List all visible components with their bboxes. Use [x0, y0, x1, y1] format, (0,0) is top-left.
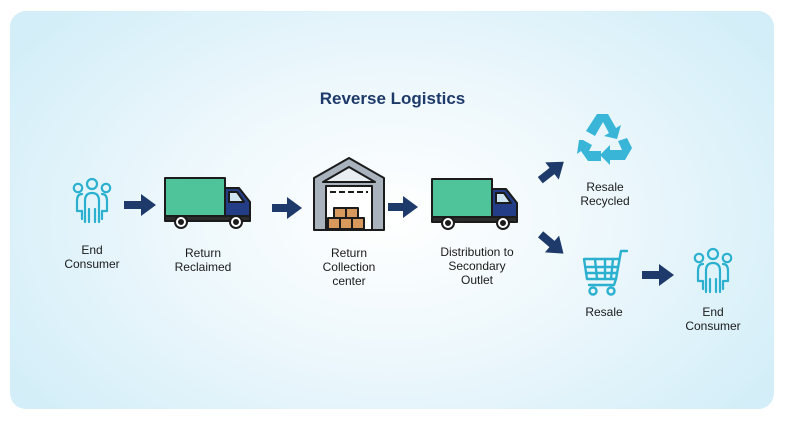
node-label-return-reclaimed: Return Reclaimed	[174, 246, 232, 274]
shopping-cart-icon	[581, 247, 629, 297]
node-label-end-consumer-1: End Consumer	[64, 243, 120, 271]
arrow-right-icon	[272, 197, 302, 219]
arrow-up-right-icon	[533, 153, 570, 189]
arrow-right-icon	[388, 196, 418, 218]
truck-icon	[163, 175, 255, 231]
node-label-end-consumer-2: End Consumer	[685, 305, 741, 333]
truck-icon	[430, 176, 522, 232]
people-icon	[68, 177, 116, 225]
arrow-right-icon	[124, 194, 156, 216]
node-label-distribution: Distribution to Secondary Outlet	[440, 245, 514, 287]
node-label-resale: Resale	[585, 305, 623, 319]
warehouse-icon	[312, 156, 386, 232]
node-label-resale-recycled: Resale Recycled	[580, 180, 630, 208]
arrow-down-right-icon	[533, 226, 570, 262]
node-label-return-collection-center: Return Collection center	[322, 246, 376, 288]
recycle-icon	[575, 108, 635, 168]
diagram-title: Reverse Logistics	[319, 89, 466, 108]
arrow-right-icon	[642, 264, 674, 286]
people-icon	[689, 247, 737, 295]
